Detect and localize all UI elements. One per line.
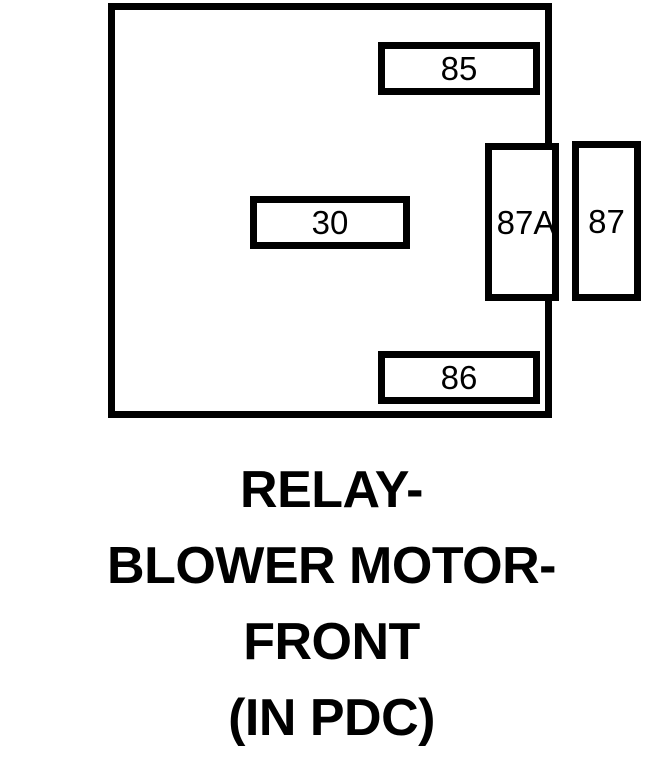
relay-body-outline: 85 30 87A 87 86 — [108, 3, 641, 418]
terminal-30-label: 30 — [311, 204, 349, 241]
terminal-87-label: 87 — [588, 202, 625, 240]
terminal-30: 30 — [250, 196, 410, 249]
terminal-87a-label: 87A — [496, 203, 556, 241]
terminal-87a: 87A — [485, 143, 559, 301]
terminal-86-label: 86 — [440, 359, 478, 396]
caption-line-3: FRONT — [243, 613, 420, 671]
diagram-caption: RELAY- BLOWER MOTOR- FRONT (IN PDC) — [0, 452, 663, 756]
terminal-85: 85 — [378, 42, 540, 95]
terminal-86: 86 — [378, 351, 540, 404]
caption-line-4: (IN PDC) — [228, 689, 435, 747]
terminal-87: 87 — [572, 141, 641, 301]
caption-line-2: BLOWER MOTOR- — [107, 537, 556, 595]
caption-line-1: RELAY- — [240, 461, 423, 519]
terminal-85-label: 85 — [440, 50, 478, 87]
